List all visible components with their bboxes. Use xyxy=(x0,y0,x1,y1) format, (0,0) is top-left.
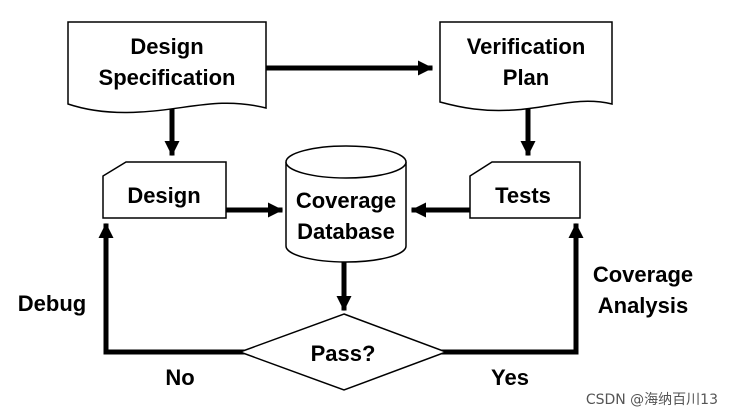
verification-plan-label-line1: Verification xyxy=(467,34,586,59)
arrow-no-to-design xyxy=(98,223,247,355)
design-node: Design xyxy=(102,161,227,219)
coverage-database-label-line2: Database xyxy=(297,219,395,244)
debug-label: Debug xyxy=(18,291,86,316)
design-label: Design xyxy=(127,183,200,208)
tests-label: Tests xyxy=(495,183,551,208)
coverage-analysis-label-line2: Analysis xyxy=(598,293,689,318)
coverage-database-label-line1: Coverage xyxy=(296,188,396,213)
coverage-analysis-label-line1: Coverage xyxy=(593,262,693,287)
arrow-yes-to-tests xyxy=(441,223,584,355)
no-label: No xyxy=(165,365,194,390)
design-specification-node: Design Specification xyxy=(67,21,267,114)
coverage-database-node: Coverage Database xyxy=(285,145,407,263)
connectors xyxy=(98,60,584,355)
tests-node: Tests xyxy=(469,161,581,219)
verification-plan-node: Verification Plan xyxy=(439,21,613,112)
pass-decision-node: Pass? xyxy=(237,313,449,391)
pass-decision-label: Pass? xyxy=(311,341,376,366)
design-specification-label-line2: Specification xyxy=(99,65,236,90)
yes-label: Yes xyxy=(491,365,529,390)
design-specification-label-line1: Design xyxy=(130,34,203,59)
verification-plan-label-line2: Plan xyxy=(503,65,549,90)
watermark-text: CSDN @海纳百川13 xyxy=(586,392,718,408)
